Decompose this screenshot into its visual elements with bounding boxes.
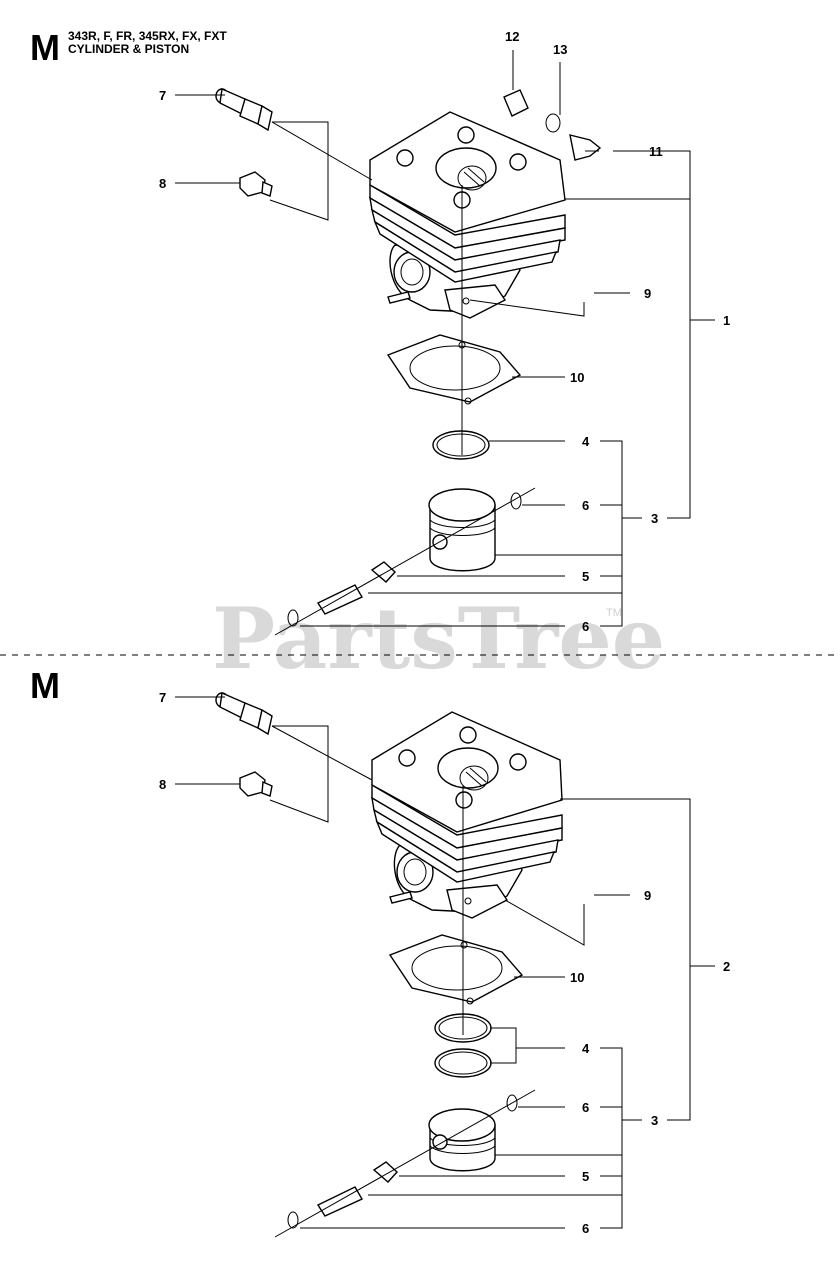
callout-3: 3 bbox=[651, 511, 658, 526]
callout-6b: 6 bbox=[582, 619, 589, 634]
callout-7: 7 bbox=[159, 88, 166, 103]
plug-bottom bbox=[239, 771, 273, 797]
callout-3-bottom: 3 bbox=[651, 1113, 658, 1128]
callout-5-bottom: 5 bbox=[582, 1169, 589, 1184]
callout-9-bottom: 9 bbox=[644, 888, 651, 903]
piston-top bbox=[428, 488, 496, 572]
section-bottom: 7 8 9 2 10 4 6 3 5 6 bbox=[159, 690, 730, 1238]
callout-6-bottom: 6 bbox=[582, 1100, 589, 1115]
clip-top bbox=[545, 113, 561, 133]
plug-top bbox=[239, 171, 273, 197]
piston-bottom bbox=[428, 1108, 496, 1172]
callout-11: 11 bbox=[649, 144, 663, 159]
decompression-valve-top bbox=[215, 87, 273, 132]
cylinder-bottom bbox=[371, 711, 563, 919]
section-title: CYLINDER & PISTON bbox=[68, 42, 190, 56]
gasket-bottom bbox=[388, 934, 524, 1005]
callout-7-bottom: 7 bbox=[159, 690, 166, 705]
callout-2-bottom: 2 bbox=[723, 959, 730, 974]
cylinder-top bbox=[369, 111, 566, 319]
callout-8: 8 bbox=[159, 176, 166, 191]
callout-6b-bottom: 6 bbox=[582, 1221, 589, 1236]
callout-9: 9 bbox=[644, 286, 651, 301]
gasket-top bbox=[386, 334, 522, 405]
callout-10: 10 bbox=[570, 370, 584, 385]
callout-10-bottom: 10 bbox=[570, 970, 584, 985]
circlip-bottom-a bbox=[506, 1094, 518, 1112]
section-letter: M bbox=[30, 27, 60, 68]
watermark-tm: TM bbox=[606, 607, 622, 619]
callout-4-bottom: 4 bbox=[582, 1041, 590, 1056]
section-letter-bottom: M bbox=[30, 665, 60, 706]
circlip-bottom-b bbox=[287, 1211, 299, 1229]
callout-6: 6 bbox=[582, 498, 589, 513]
piston-ring-bottom-b bbox=[434, 1048, 492, 1078]
watermark: PartsTree bbox=[212, 589, 665, 688]
circlip-top-b bbox=[287, 609, 299, 627]
callout-1: 1 bbox=[723, 313, 730, 328]
spark-plug-cover-top bbox=[503, 89, 529, 117]
decompression-valve-bottom bbox=[215, 691, 273, 736]
elbow-top bbox=[569, 134, 602, 161]
callout-8-bottom: 8 bbox=[159, 777, 166, 792]
callout-13: 13 bbox=[553, 42, 567, 57]
callout-5: 5 bbox=[582, 569, 589, 584]
callout-12: 12 bbox=[505, 29, 519, 44]
needle-bearing-top bbox=[370, 561, 396, 583]
models-label: 343R, F, FR, 345RX, FX, FXT bbox=[68, 29, 227, 43]
callout-4: 4 bbox=[582, 434, 590, 449]
needle-bearing-bottom bbox=[372, 1161, 398, 1183]
piston-ring-top bbox=[432, 430, 490, 460]
section-top: 7 8 12 13 11 9 1 10 4 6 3 5 6 bbox=[159, 29, 730, 636]
